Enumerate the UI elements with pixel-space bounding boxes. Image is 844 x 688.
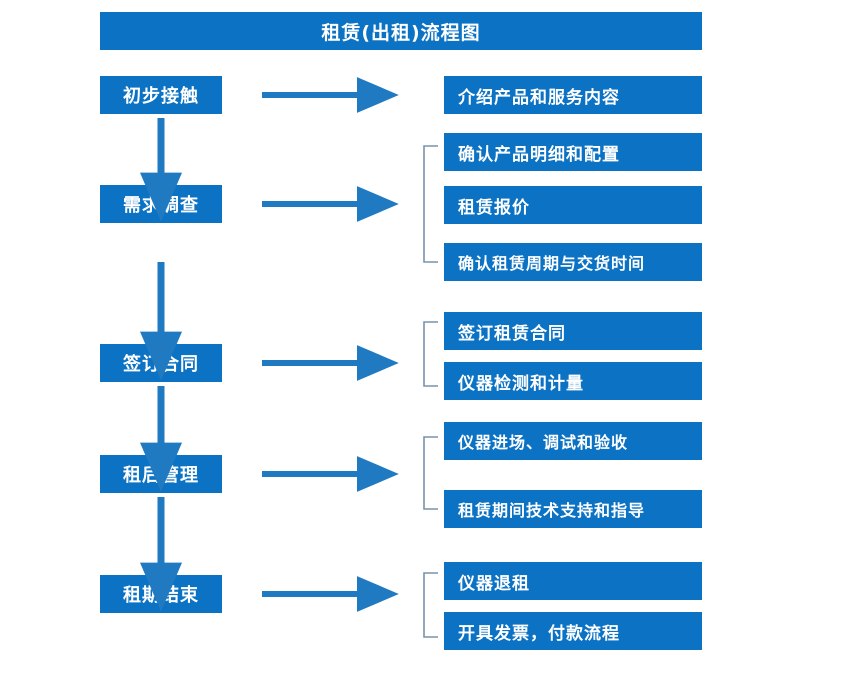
task-box-仪器退租[interactable]: 仪器退租: [444, 562, 702, 600]
task-box-介绍产品和服务内容[interactable]: 介绍产品和服务内容: [444, 76, 702, 114]
task-box-开具发票付款流程[interactable]: 开具发票，付款流程: [444, 612, 702, 650]
task-box-确认产品明细和配置[interactable]: 确认产品明细和配置: [444, 133, 702, 171]
task-box-租赁报价[interactable]: 租赁报价: [444, 186, 702, 224]
stage-box-签订合同[interactable]: 签订合同: [100, 344, 222, 382]
stage-box-租期结束[interactable]: 租期结束: [100, 575, 222, 613]
group-bracket-租后管理: [423, 436, 438, 510]
group-bracket-需求调查: [423, 145, 438, 263]
group-bracket-租期结束: [423, 572, 438, 638]
stage-box-初步接触[interactable]: 初步接触: [100, 76, 222, 114]
stage-box-租后管理[interactable]: 租后管理: [100, 455, 222, 493]
stage-box-需求调查[interactable]: 需求调查: [100, 185, 222, 223]
group-bracket-签订合同: [423, 321, 438, 387]
task-box-仪器检测和计量[interactable]: 仪器检测和计量: [444, 362, 702, 400]
task-box-租赁期间技术支持和指导[interactable]: 租赁期间技术支持和指导: [444, 490, 702, 528]
task-box-确认租赁周期与交货时间[interactable]: 确认租赁周期与交货时间: [444, 243, 702, 281]
page-title: 租赁(出租)流程图: [100, 12, 702, 50]
task-box-仪器进场调试和验收[interactable]: 仪器进场、调试和验收: [444, 422, 702, 460]
task-box-签订租赁合同[interactable]: 签订租赁合同: [444, 312, 702, 350]
